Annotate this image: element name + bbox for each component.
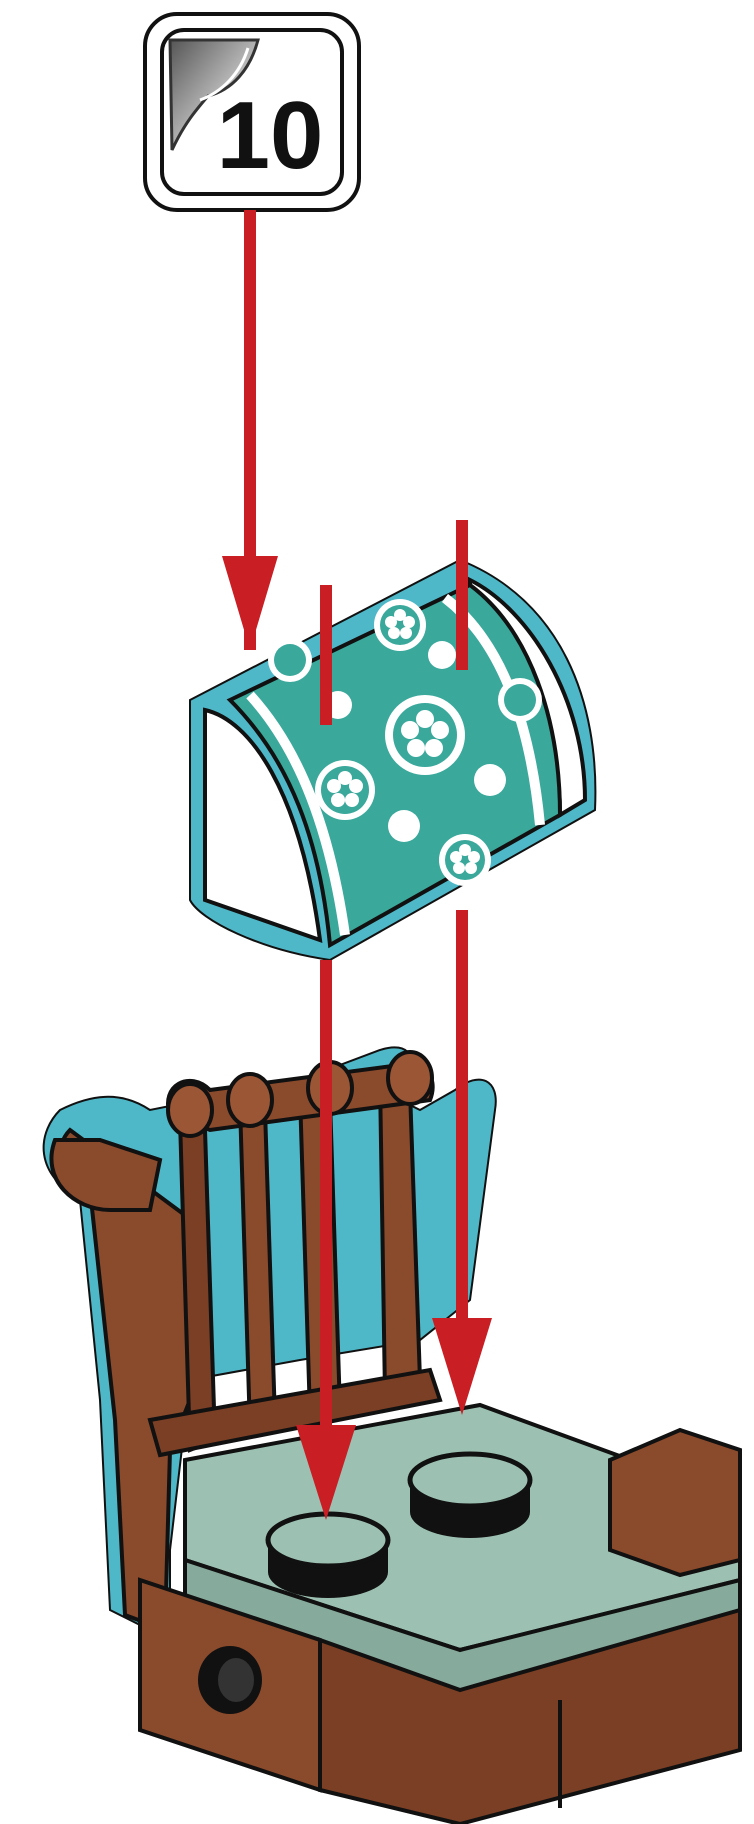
chair-base bbox=[44, 1047, 740, 1824]
arrow-badge-to-tile bbox=[222, 210, 278, 650]
stud-left bbox=[268, 1514, 388, 1598]
step-badge: 10 bbox=[145, 14, 359, 210]
stud-right bbox=[410, 1454, 530, 1538]
step-number: 10 bbox=[217, 82, 324, 189]
